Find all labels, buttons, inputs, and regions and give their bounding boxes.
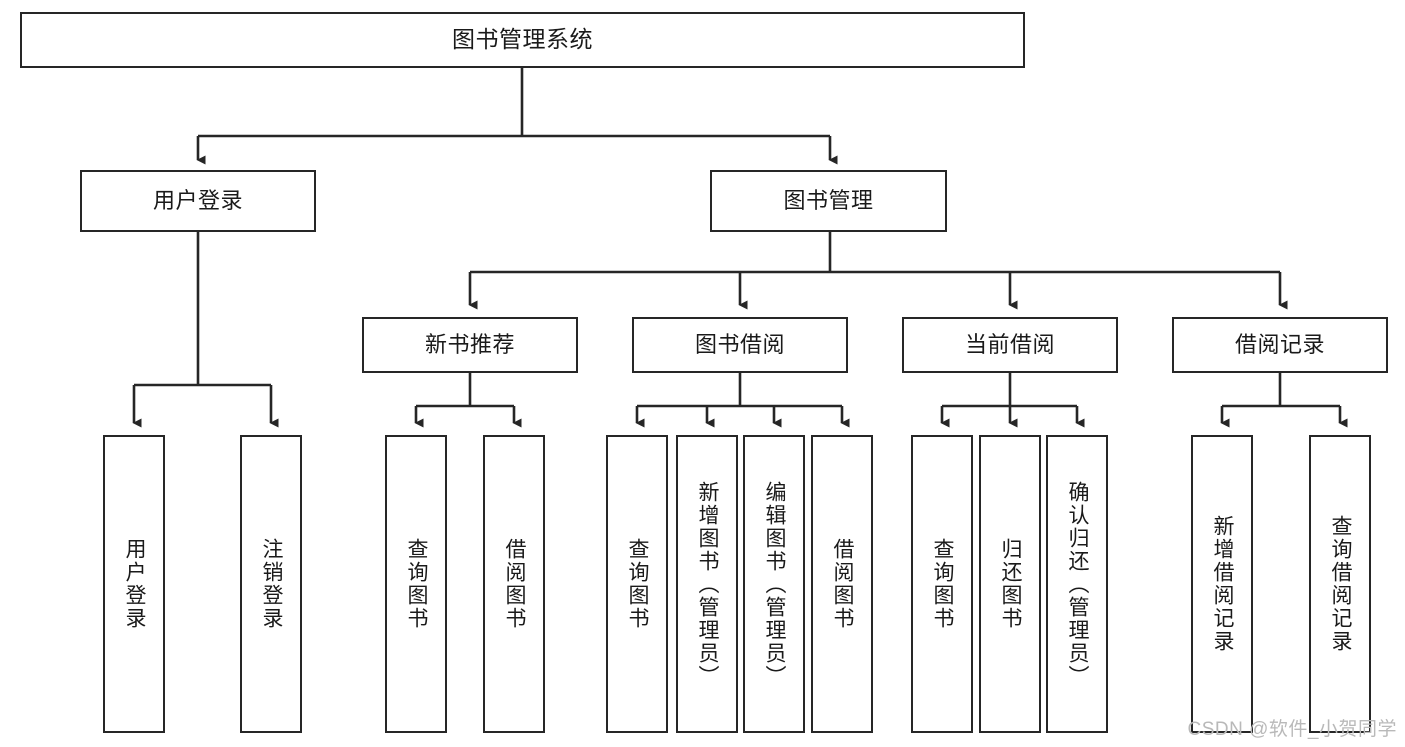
node-label: 查询图书 <box>931 538 955 630</box>
node-label: 查询图书 <box>626 538 650 630</box>
leaf-borrow-edit-book[interactable]: 编辑图书（管理员） <box>743 435 805 733</box>
watermark: CSDN @软件_小贺同学 <box>1187 719 1397 740</box>
node-label: 查询借阅记录 <box>1329 515 1353 653</box>
node-label: 编辑图书（管理员） <box>763 480 787 688</box>
leaf-records-add-record[interactable]: 新增借阅记录 <box>1191 435 1253 733</box>
node-borrow-records[interactable]: 借阅记录 <box>1172 317 1388 373</box>
leaf-user-logout[interactable]: 注销登录 <box>240 435 302 733</box>
leaf-records-query-record[interactable]: 查询借阅记录 <box>1309 435 1371 733</box>
node-label: 图书管理 <box>783 187 874 213</box>
leaf-borrow-query-book[interactable]: 查询图书 <box>606 435 668 733</box>
node-label: 查询图书 <box>405 538 429 630</box>
node-label: 确认归还（管理员） <box>1066 480 1090 688</box>
leaf-user-login[interactable]: 用户登录 <box>103 435 165 733</box>
node-label: 图书管理系统 <box>452 26 593 53</box>
node-label: 借阅图书 <box>831 538 855 630</box>
leaf-borrow-add-book[interactable]: 新增图书（管理员） <box>676 435 738 733</box>
node-label: 新书推荐 <box>424 331 515 357</box>
leaf-current-confirm-return[interactable]: 确认归还（管理员） <box>1046 435 1108 733</box>
node-book-borrow[interactable]: 图书借阅 <box>632 317 848 373</box>
node-label: 归还图书 <box>999 538 1023 630</box>
leaf-newbook-query-book[interactable]: 查询图书 <box>385 435 447 733</box>
leaf-borrow-lend-book[interactable]: 借阅图书 <box>811 435 873 733</box>
node-label: 新增借阅记录 <box>1211 515 1235 653</box>
node-book-management[interactable]: 图书管理 <box>710 170 947 232</box>
node-user-login[interactable]: 用户登录 <box>80 170 316 232</box>
node-label: 新增图书（管理员） <box>696 480 720 688</box>
node-label: 图书借阅 <box>694 331 785 357</box>
node-label: 用户登录 <box>152 187 243 213</box>
node-label: 借阅记录 <box>1234 331 1325 357</box>
leaf-newbook-borrow-book[interactable]: 借阅图书 <box>483 435 545 733</box>
node-current-borrow[interactable]: 当前借阅 <box>902 317 1118 373</box>
leaf-current-query-book[interactable]: 查询图书 <box>911 435 973 733</box>
node-label: 当前借阅 <box>964 331 1055 357</box>
node-label: 借阅图书 <box>503 538 527 630</box>
node-label: 用户登录 <box>123 538 147 630</box>
node-new-book-recommend[interactable]: 新书推荐 <box>362 317 578 373</box>
node-root-system[interactable]: 图书管理系统 <box>20 12 1025 68</box>
node-label: 注销登录 <box>260 538 284 630</box>
leaf-current-return-book[interactable]: 归还图书 <box>979 435 1041 733</box>
